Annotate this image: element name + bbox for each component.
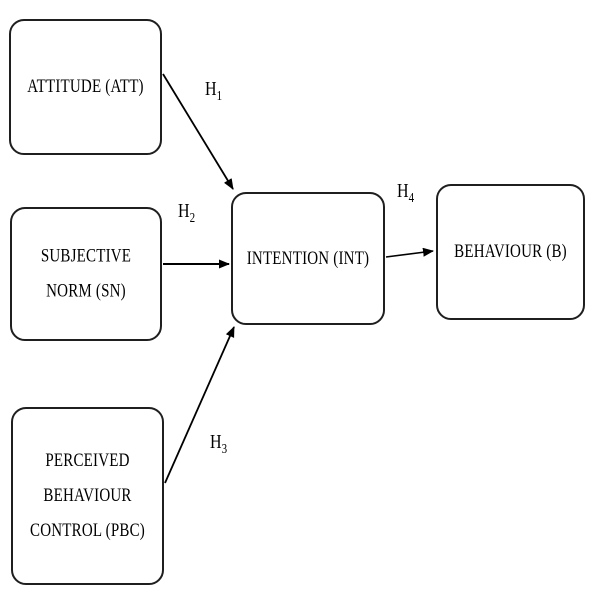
node-perceived-behaviour-control: PERCEIVED BEHAVIOUR CONTROL (PBC) — [11, 407, 164, 585]
edge-label-h4-sub: 4 — [408, 190, 415, 206]
edge-label-h3-sub: 3 — [221, 441, 228, 457]
node-subjective-norm-label: SUBJECTIVE NORM (SN) — [41, 239, 131, 309]
node-subjective-norm: SUBJECTIVE NORM (SN) — [10, 207, 162, 341]
arrow-intention-to-behaviour — [385, 247, 434, 258]
label-line: NORM (SN) — [46, 281, 126, 302]
label-line: BEHAVIOUR (B) — [454, 242, 567, 262]
edge-label-h4: H4 — [397, 180, 415, 206]
edge-label-h4-text: H — [397, 180, 409, 202]
node-behaviour-label: BEHAVIOUR (B) — [454, 235, 567, 270]
edge-label-h3: H3 — [210, 431, 228, 457]
edge-label-h1-sub: 1 — [216, 88, 223, 104]
node-attitude: ATTITUDE (ATT) — [9, 19, 162, 155]
label-line: SUBJECTIVE — [40, 246, 132, 267]
label-line: PERCEIVED — [45, 451, 130, 471]
node-intention-label: INTENTION (INT) — [247, 241, 370, 276]
label-line: CONTROL (PBC) — [30, 521, 145, 541]
node-behaviour: BEHAVIOUR (B) — [436, 184, 585, 320]
edge-label-h3-text: H — [210, 431, 222, 453]
edge-label-h1: H1 — [205, 78, 223, 104]
node-perceived-behaviour-control-label: PERCEIVED BEHAVIOUR CONTROL (PBC) — [30, 444, 145, 549]
edge-label-h2-text: H — [178, 200, 190, 222]
node-attitude-label: ATTITUDE (ATT) — [27, 70, 144, 105]
edge-label-h1-text: H — [205, 78, 217, 100]
edge-label-h2: H2 — [178, 200, 196, 226]
node-intention: INTENTION (INT) — [231, 192, 385, 325]
label-line: INTENTION (INT) — [246, 248, 370, 269]
label-line: ATTITUDE (ATT) — [27, 77, 144, 97]
label-line: BEHAVIOUR — [43, 486, 132, 506]
edge-label-h2-sub: 2 — [189, 210, 196, 226]
arrow-pbc-to-intention — [164, 326, 235, 484]
arrow-attitude-to-intention — [162, 73, 234, 190]
